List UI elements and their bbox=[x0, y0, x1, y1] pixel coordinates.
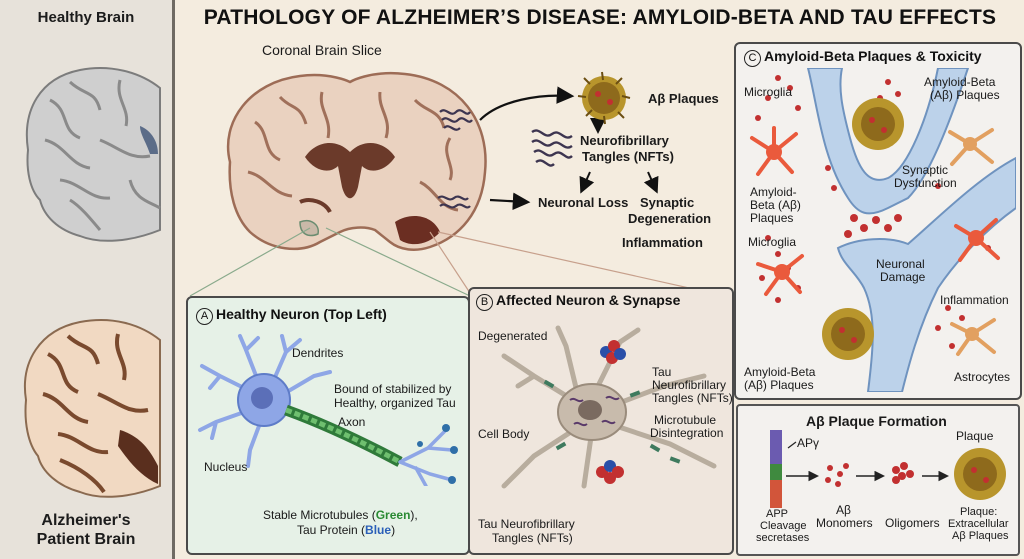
healthy-brain-label: Healthy Brain bbox=[37, 9, 135, 26]
microtubule-label-line1: Microtubule bbox=[654, 413, 717, 427]
nft-icon bbox=[531, 129, 573, 167]
bottom-nft-label-line2: Tangles (NFTs) bbox=[492, 531, 573, 545]
neuronal-damage-line1: Neuronal bbox=[876, 257, 925, 271]
nucleus-label: Nucleus bbox=[204, 460, 248, 474]
bound-tau-line2: Healthy, organized Tau bbox=[334, 396, 456, 410]
ab-top-label-line2: (Aβ) Plaques bbox=[930, 88, 1000, 102]
app-label-line3: secretases bbox=[756, 532, 810, 544]
neuronal-loss-label: Neuronal Loss bbox=[538, 195, 629, 210]
microtubule-label-line2: Disintegration bbox=[650, 426, 724, 440]
synaptic-degeneration-line1: Synaptic bbox=[640, 195, 695, 210]
sidebar: Healthy Brain Alzheimer's Patient Brain bbox=[0, 0, 175, 559]
microglia-top-label: Microglia bbox=[744, 85, 793, 99]
zoom-connectors bbox=[189, 227, 726, 297]
apy-label: APγ bbox=[797, 436, 820, 450]
stable-blue-word: Blue bbox=[365, 523, 392, 537]
pathway-arrows bbox=[479, 86, 659, 211]
stable-line1-prefix: Stable Microtubules ( bbox=[263, 508, 376, 522]
plaque-label-line2: Extracellular bbox=[948, 518, 1009, 530]
synaptic-degeneration-line2: Degeneration bbox=[628, 211, 712, 226]
alzheimers-brain-label-line2: Patient Brain bbox=[36, 531, 136, 548]
microglia-mid-label: Microglia bbox=[748, 235, 797, 249]
stable-line1-suffix: ), bbox=[410, 508, 418, 522]
synaptic-dysfunction-line1: Synaptic bbox=[902, 163, 949, 177]
panel-c-letter: C bbox=[744, 50, 761, 67]
page-title: PATHOLOGY OF ALZHEIMER’S DISEASE: AMYLOI… bbox=[203, 6, 997, 29]
ab-left-label-line2: Beta (Aβ) bbox=[750, 198, 801, 212]
healthy-neuron-illustration bbox=[198, 334, 458, 486]
app-label-line1: APP bbox=[766, 508, 789, 520]
synapse-illustration bbox=[750, 68, 1016, 392]
stable-line2-suffix: ) bbox=[391, 523, 396, 537]
panel-a-title-text: Healthy Neuron (Top Left) bbox=[216, 306, 387, 322]
ab-bottom-label-line1: Amyloid-Beta bbox=[744, 365, 816, 379]
nft-label-line1: Neurofibrillary bbox=[580, 133, 669, 148]
monomers-label-line2: Monomers bbox=[816, 516, 873, 530]
synaptic-dysfunction-line2: Dysfunction bbox=[894, 176, 957, 190]
ab-plaque-icon bbox=[577, 71, 631, 125]
panel-b-letter: B bbox=[476, 294, 493, 311]
cell-body-label: Cell Body bbox=[478, 427, 530, 441]
degenerated-label: Degenerated bbox=[478, 329, 548, 343]
panel-b-title-text: Affected Neuron & Synapse bbox=[496, 292, 681, 308]
panel-c-title-text: Amyloid-Beta Plaques & Toxicity bbox=[764, 48, 982, 64]
plaque-label-line3: Aβ Plaques bbox=[952, 530, 1009, 542]
neuronal-damage-line2: Damage bbox=[880, 270, 926, 284]
app-label-line2: Cleavage bbox=[760, 520, 807, 532]
ab-plaques-label: Aβ Plaques bbox=[648, 91, 719, 106]
dendrites-label: Dendrites bbox=[292, 346, 344, 360]
affected-neuron-illustration bbox=[501, 325, 717, 489]
tau-nft-label-line1: Tau bbox=[652, 365, 672, 379]
formation-title: Aβ Plaque Formation bbox=[806, 413, 947, 429]
monomers-label-line1: Aβ bbox=[836, 503, 851, 517]
stable-microtubules-label-line1: Stable Microtubules (Green), bbox=[263, 508, 418, 523]
axon-label: Axon bbox=[338, 415, 366, 429]
plaque-label-line1: Plaque: bbox=[960, 506, 998, 518]
nft-label-line2: Tangles (NFTs) bbox=[582, 149, 674, 164]
astrocytes-label: Astrocytes bbox=[954, 370, 1011, 384]
inflammation-c-label: Inflammation bbox=[940, 293, 1009, 307]
tau-nft-label-line3: Tangles (NFTs) bbox=[652, 391, 733, 405]
alzheimers-brain-illustration bbox=[24, 319, 161, 498]
formation-illustration bbox=[770, 430, 1006, 508]
stable-line2-prefix: Tau Protein ( bbox=[297, 523, 366, 537]
ab-left-label-line1: Amyloid- bbox=[750, 185, 797, 199]
tau-protein-label-line2: Tau Protein (Blue) bbox=[297, 523, 396, 538]
ab-top-label-line1: Amyloid-Beta bbox=[924, 75, 996, 89]
healthy-brain-illustration bbox=[25, 67, 161, 242]
ab-bottom-label-line2: (Aβ) Plaques bbox=[744, 378, 814, 392]
bound-tau-line1: Bound of stabilized by bbox=[334, 382, 452, 396]
coronal-brain-slice bbox=[226, 71, 487, 251]
oligomers-label: Oligomers bbox=[885, 516, 940, 530]
coronal-slice-label: Coronal Brain Slice bbox=[262, 42, 382, 58]
plaque-top-label: Plaque bbox=[956, 429, 994, 443]
ab-left-label-line3: Plaques bbox=[750, 211, 794, 225]
alzheimers-brain-label-line1: Alzheimer's bbox=[41, 512, 131, 529]
stable-green-word: Green bbox=[375, 508, 411, 522]
inflammation-label: Inflammation bbox=[622, 235, 703, 250]
bottom-nft-label-line1: Tau Neurofibrillary bbox=[478, 517, 575, 531]
tau-nft-label-line2: Neurofibrillary bbox=[652, 378, 727, 392]
panel-a-letter: A bbox=[196, 308, 213, 325]
